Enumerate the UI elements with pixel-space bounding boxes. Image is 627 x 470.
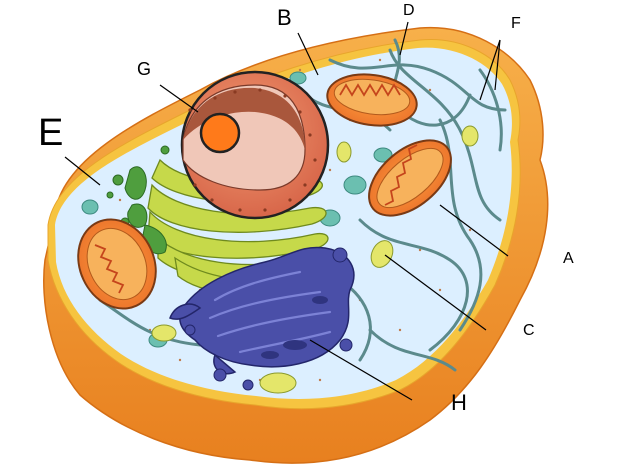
lysosomes xyxy=(151,125,479,394)
mitochondrion-top xyxy=(326,73,418,127)
er-holes xyxy=(261,296,328,359)
nucleolus xyxy=(199,112,241,154)
label-d: D xyxy=(403,2,415,19)
er-vesicles xyxy=(184,247,353,391)
label-e: E xyxy=(38,112,64,154)
label-h: H xyxy=(451,390,467,415)
leader-lines xyxy=(64,21,509,401)
nucleus xyxy=(180,70,330,220)
label-b: B xyxy=(277,5,292,30)
mitochondrion-right xyxy=(368,139,452,217)
mitochondrion-left xyxy=(77,218,157,310)
label-g: G xyxy=(137,59,152,79)
label-c: C xyxy=(523,322,535,339)
label-f: F xyxy=(511,15,521,32)
label-a: A xyxy=(563,250,574,267)
golgi-vesicles xyxy=(106,145,170,255)
